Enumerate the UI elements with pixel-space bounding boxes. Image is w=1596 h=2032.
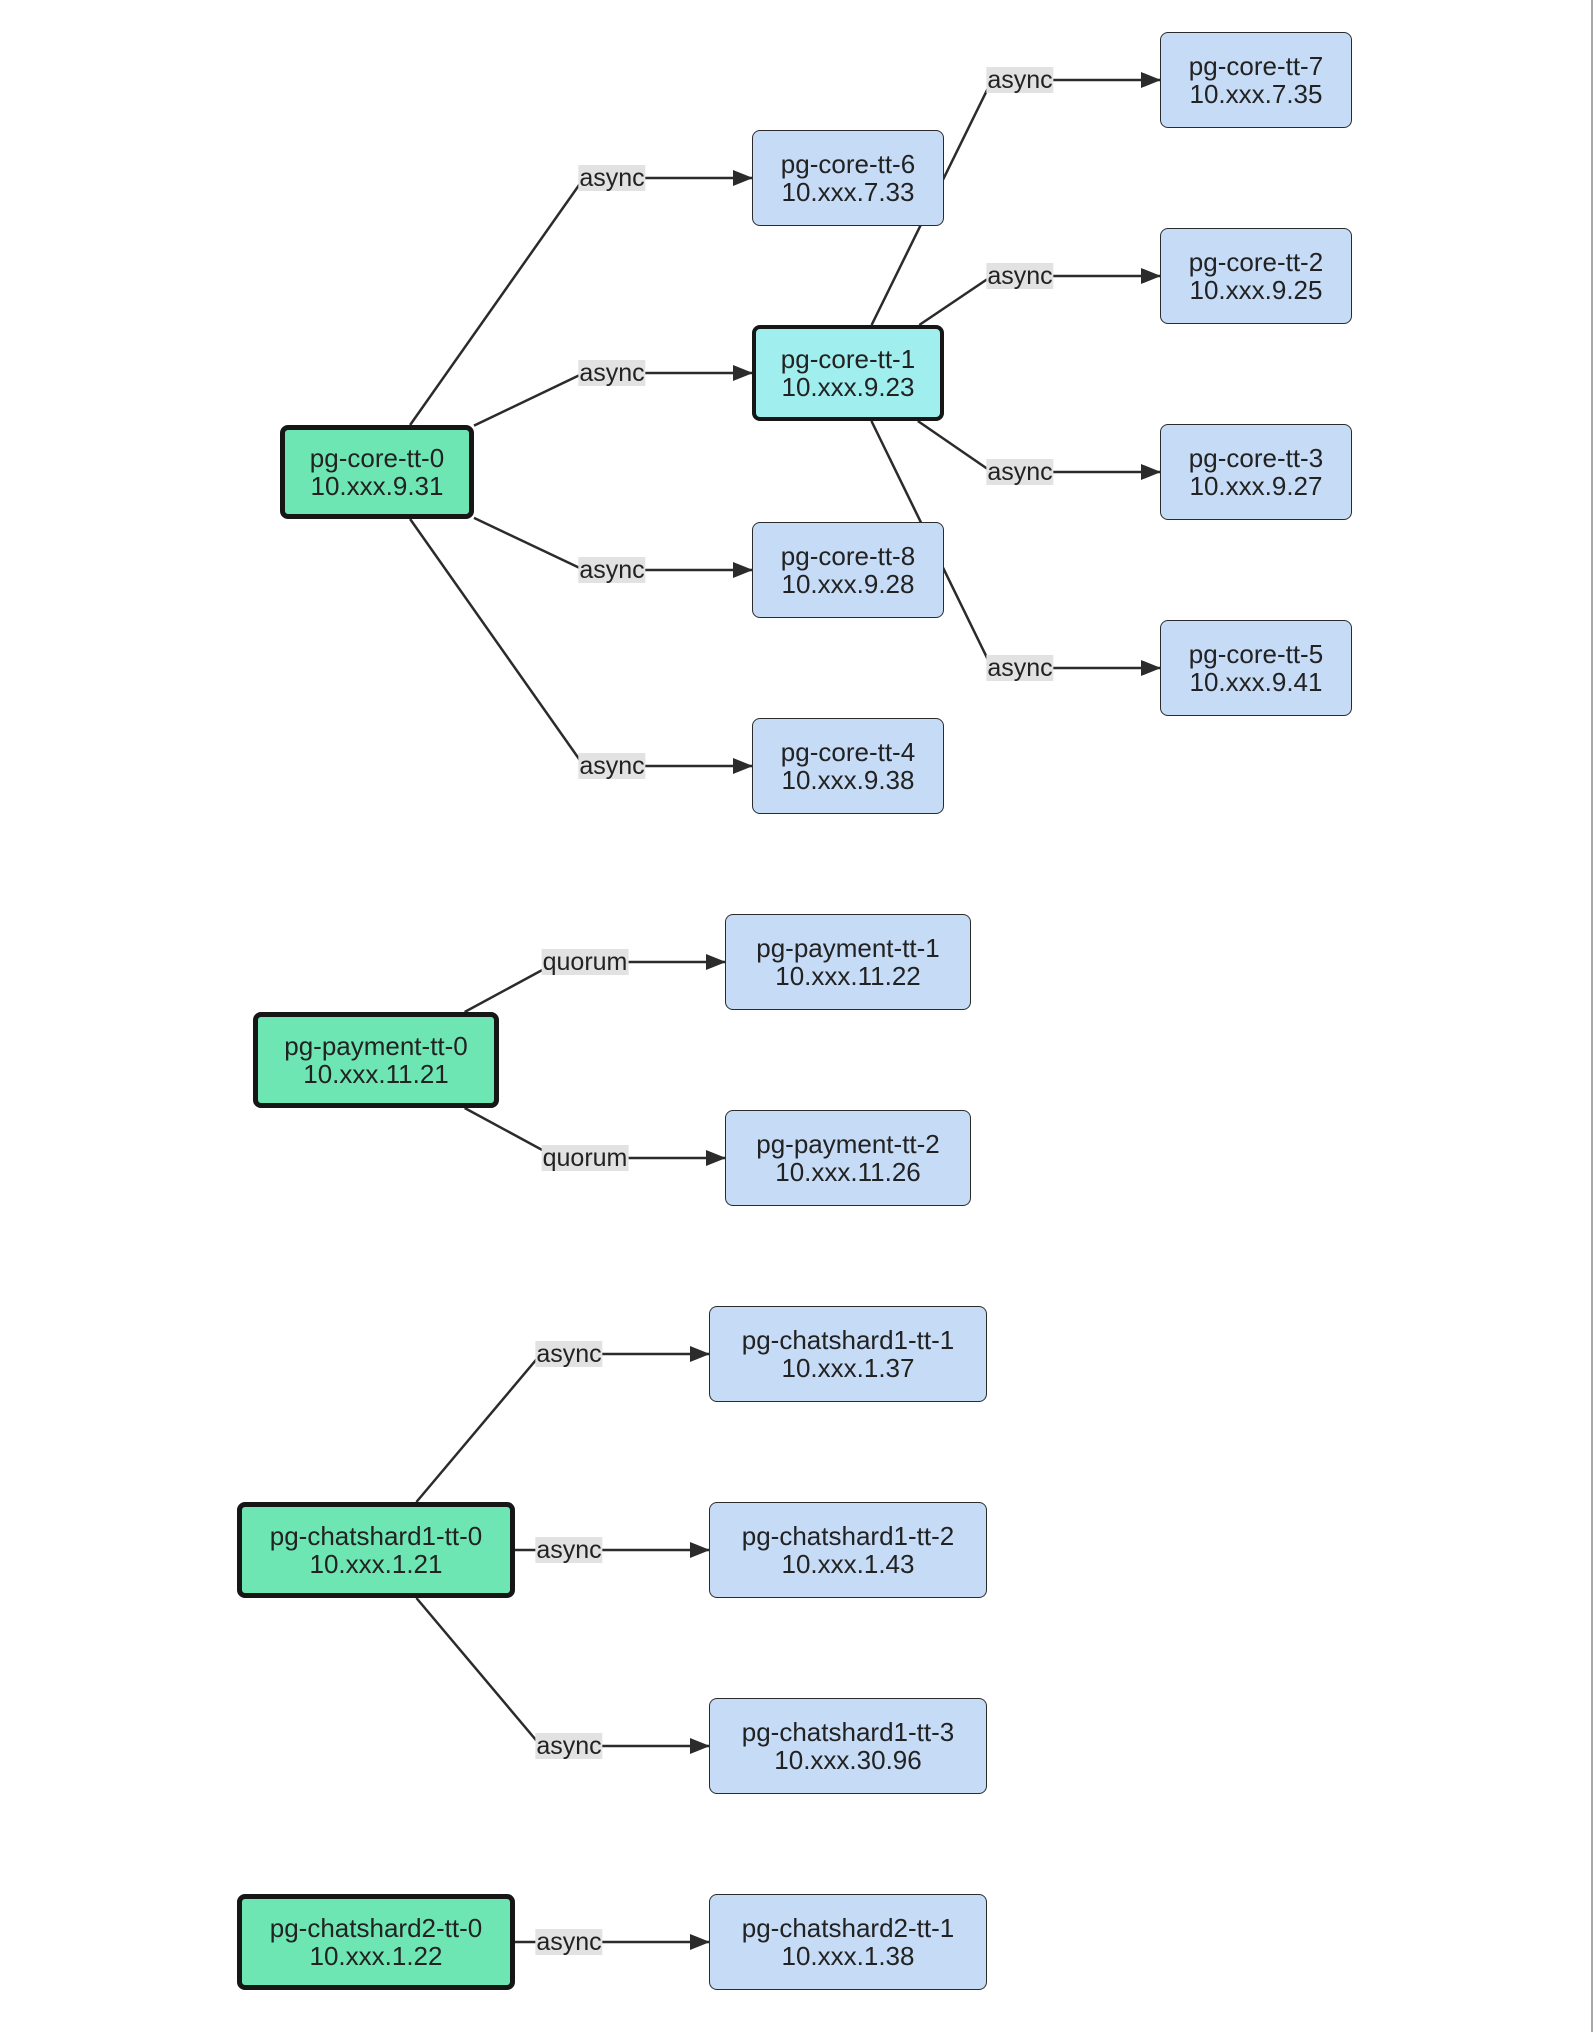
node-name: pg-chatshard1-tt-2 <box>741 1521 955 1551</box>
edge-label-pg-chatshard2-tt-1: async <box>535 1928 603 1956</box>
edge-label-pg-core-tt-8: async <box>578 556 646 584</box>
node-ip: 10.xxx.1.21 <box>309 1549 443 1579</box>
edge-label-pg-chatshard1-tt-2: async <box>535 1536 603 1564</box>
node-name: pg-core-tt-1 <box>780 344 916 374</box>
node-name: pg-core-tt-5 <box>1188 639 1324 669</box>
edge-pg-chatshard1-tt-0-to-pg-chatshard1-tt-3 <box>415 1597 710 1754</box>
node-ip: 10.xxx.30.96 <box>774 1745 922 1775</box>
page-frame-border <box>1591 0 1593 2032</box>
node-ip: 10.xxx.7.33 <box>781 177 915 207</box>
node-name: pg-chatshard1-tt-3 <box>741 1717 955 1747</box>
node-name: pg-chatshard2-tt-0 <box>269 1913 483 1943</box>
edge-label-pg-core-tt-6: async <box>578 164 646 192</box>
node-ip: 10.xxx.11.21 <box>303 1059 449 1089</box>
node-ip: 10.xxx.9.25 <box>1189 275 1323 305</box>
edge-label-pg-core-tt-2: async <box>986 262 1054 290</box>
node-ip: 10.xxx.9.31 <box>310 471 444 501</box>
node-name: pg-core-tt-6 <box>780 149 916 179</box>
node-ip: 10.xxx.1.22 <box>309 1941 443 1971</box>
node-ip: 10.xxx.11.22 <box>775 961 921 991</box>
edge-label-pg-payment-tt-1: quorum <box>541 948 629 976</box>
node-name: pg-core-tt-0 <box>309 443 445 473</box>
node-name: pg-chatshard1-tt-1 <box>741 1325 955 1355</box>
node-ip: 10.xxx.9.27 <box>1189 471 1323 501</box>
edge-label-pg-core-tt-4: async <box>578 752 646 780</box>
node-ip: 10.xxx.11.26 <box>775 1157 921 1187</box>
edge-label-pg-chatshard1-tt-1: async <box>535 1340 603 1368</box>
edge-label-pg-payment-tt-2: quorum <box>541 1144 629 1172</box>
node-name: pg-core-tt-4 <box>780 737 916 767</box>
edge-pg-chatshard1-tt-0-to-pg-chatshard1-tt-1 <box>415 1346 710 1503</box>
node-name: pg-chatshard2-tt-1 <box>741 1913 955 1943</box>
node-name: pg-core-tt-7 <box>1188 51 1324 81</box>
node-ip: 10.xxx.7.35 <box>1189 79 1323 109</box>
edge-label-pg-core-tt-3: async <box>986 458 1054 486</box>
node-ip: 10.xxx.9.23 <box>781 372 915 402</box>
edge-label-pg-core-tt-7: async <box>986 66 1054 94</box>
node-ip: 10.xxx.9.28 <box>781 569 915 599</box>
node-ip: 10.xxx.9.38 <box>781 765 915 795</box>
edge-label-pg-chatshard1-tt-3: async <box>535 1732 603 1760</box>
node-name: pg-payment-tt-1 <box>756 933 940 963</box>
node-name: pg-core-tt-3 <box>1188 443 1324 473</box>
edge-pg-core-tt-0-to-pg-core-tt-6 <box>409 170 753 426</box>
node-ip: 10.xxx.1.37 <box>781 1353 915 1383</box>
node-name: pg-chatshard1-tt-0 <box>269 1521 483 1551</box>
node-ip: 10.xxx.9.41 <box>1189 667 1323 697</box>
node-name: pg-core-tt-8 <box>780 541 916 571</box>
node-name: pg-payment-tt-2 <box>756 1129 940 1159</box>
node-name: pg-payment-tt-0 <box>284 1031 468 1061</box>
node-ip: 10.xxx.1.38 <box>781 1941 915 1971</box>
node-name: pg-core-tt-2 <box>1188 247 1324 277</box>
edge-label-pg-core-tt-5: async <box>986 654 1054 682</box>
edge-label-pg-core-tt-1: async <box>578 359 646 387</box>
node-ip: 10.xxx.1.43 <box>781 1549 915 1579</box>
